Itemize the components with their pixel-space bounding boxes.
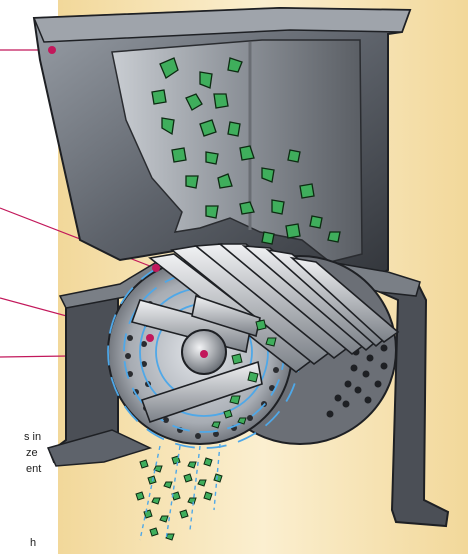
falling-leaves — [151, 57, 341, 245]
caption-fragment-1: s in — [24, 431, 42, 443]
leaf — [185, 93, 203, 111]
leader-dot — [146, 334, 154, 342]
leaf — [199, 119, 217, 137]
leaf — [217, 173, 233, 189]
hopper-cavity — [111, 39, 363, 263]
hopper-rim — [32, 7, 412, 43]
caption-fragment-4: h — [30, 537, 37, 549]
leaf — [227, 121, 241, 137]
leaf — [171, 147, 187, 163]
leader-dot — [48, 46, 56, 54]
caption-fragment-2: ze — [26, 447, 38, 459]
leaf — [159, 57, 179, 79]
leaf — [199, 71, 213, 89]
leaf — [285, 223, 301, 239]
chopped-leaves — [211, 319, 277, 429]
leaf — [205, 205, 219, 219]
leaf — [309, 215, 323, 229]
leaf — [239, 201, 255, 215]
leaf — [271, 199, 285, 215]
leaf — [261, 167, 275, 183]
hammer-bar — [289, 256, 400, 344]
hammer-bar — [191, 294, 261, 338]
leaf — [261, 231, 275, 245]
leaf — [299, 183, 315, 199]
leaf — [239, 145, 255, 161]
hammer-bar — [140, 360, 263, 424]
caption-fragment-3: ent — [26, 463, 42, 475]
leader-dot — [152, 264, 160, 272]
leaf — [161, 117, 175, 136]
leaf — [185, 175, 199, 189]
rotor-hub-marker — [200, 350, 208, 358]
leaf — [327, 231, 341, 243]
leaf — [227, 57, 243, 73]
discharge-flow-lines — [139, 443, 221, 541]
housing-right-wall — [376, 282, 450, 528]
leaf — [151, 89, 167, 105]
leaf — [213, 93, 229, 109]
leader-endpoints — [48, 46, 160, 342]
discharged-particles — [135, 455, 223, 541]
leaf — [287, 149, 301, 163]
housing-bottom-left — [46, 429, 153, 467]
leaf — [205, 151, 219, 165]
